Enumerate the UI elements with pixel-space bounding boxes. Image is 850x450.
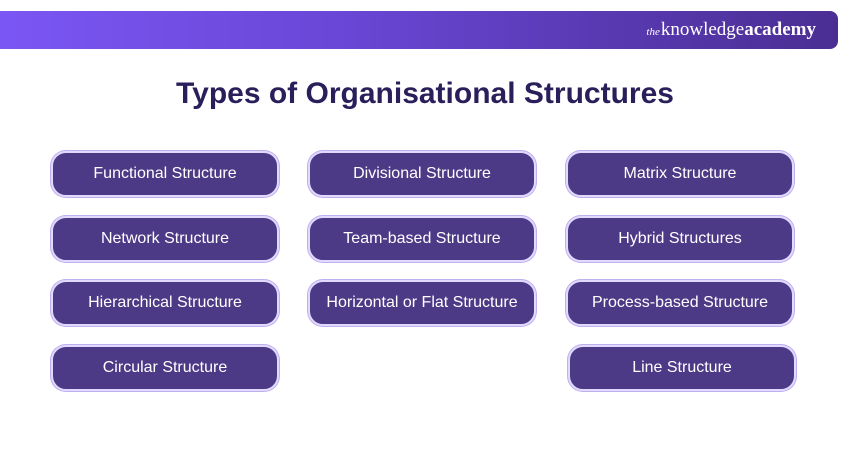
structure-pill-network: Network Structure bbox=[51, 216, 279, 262]
structure-pill-hybrid: Hybrid Structures bbox=[566, 216, 794, 262]
structure-pill-circular: Circular Structure bbox=[51, 345, 279, 391]
brand-academy: academy bbox=[744, 19, 816, 40]
brand-knowledge: knowledge bbox=[660, 19, 745, 40]
structure-pill-divisional: Divisional Structure bbox=[308, 151, 536, 197]
structure-label: Hierarchical Structure bbox=[88, 294, 242, 311]
structure-label: Functional Structure bbox=[93, 165, 237, 182]
brand-logo: theknowledgeacademy bbox=[646, 18, 816, 44]
structure-pill-hierarchical: Hierarchical Structure bbox=[51, 280, 279, 326]
structure-pill-horizontal-flat: Horizontal or Flat Structure bbox=[308, 280, 536, 326]
structure-pill-team-based: Team-based Structure bbox=[308, 216, 536, 262]
structure-label: Hybrid Structures bbox=[618, 230, 742, 247]
structure-label: Matrix Structure bbox=[623, 165, 737, 182]
structure-pill-process-based: Process-based Structure bbox=[566, 280, 794, 326]
structure-pill-line: Line Structure bbox=[568, 345, 796, 391]
structure-label: Horizontal or Flat Structure bbox=[326, 294, 518, 311]
structure-label: Divisional Structure bbox=[353, 165, 491, 182]
structure-label: Line Structure bbox=[632, 359, 732, 376]
brand-prefix: the bbox=[646, 26, 660, 38]
header-bar: theknowledgeacademy bbox=[0, 11, 838, 49]
structure-label: Network Structure bbox=[100, 230, 230, 247]
structure-label: Circular Structure bbox=[102, 359, 228, 376]
structure-pill-matrix: Matrix Structure bbox=[566, 151, 794, 197]
structure-pill-functional: Functional Structure bbox=[51, 151, 279, 197]
structure-label: Process-based Structure bbox=[591, 294, 769, 311]
structure-label: Team-based Structure bbox=[343, 230, 501, 247]
page-title: Types of Organisational Structures bbox=[176, 77, 674, 110]
